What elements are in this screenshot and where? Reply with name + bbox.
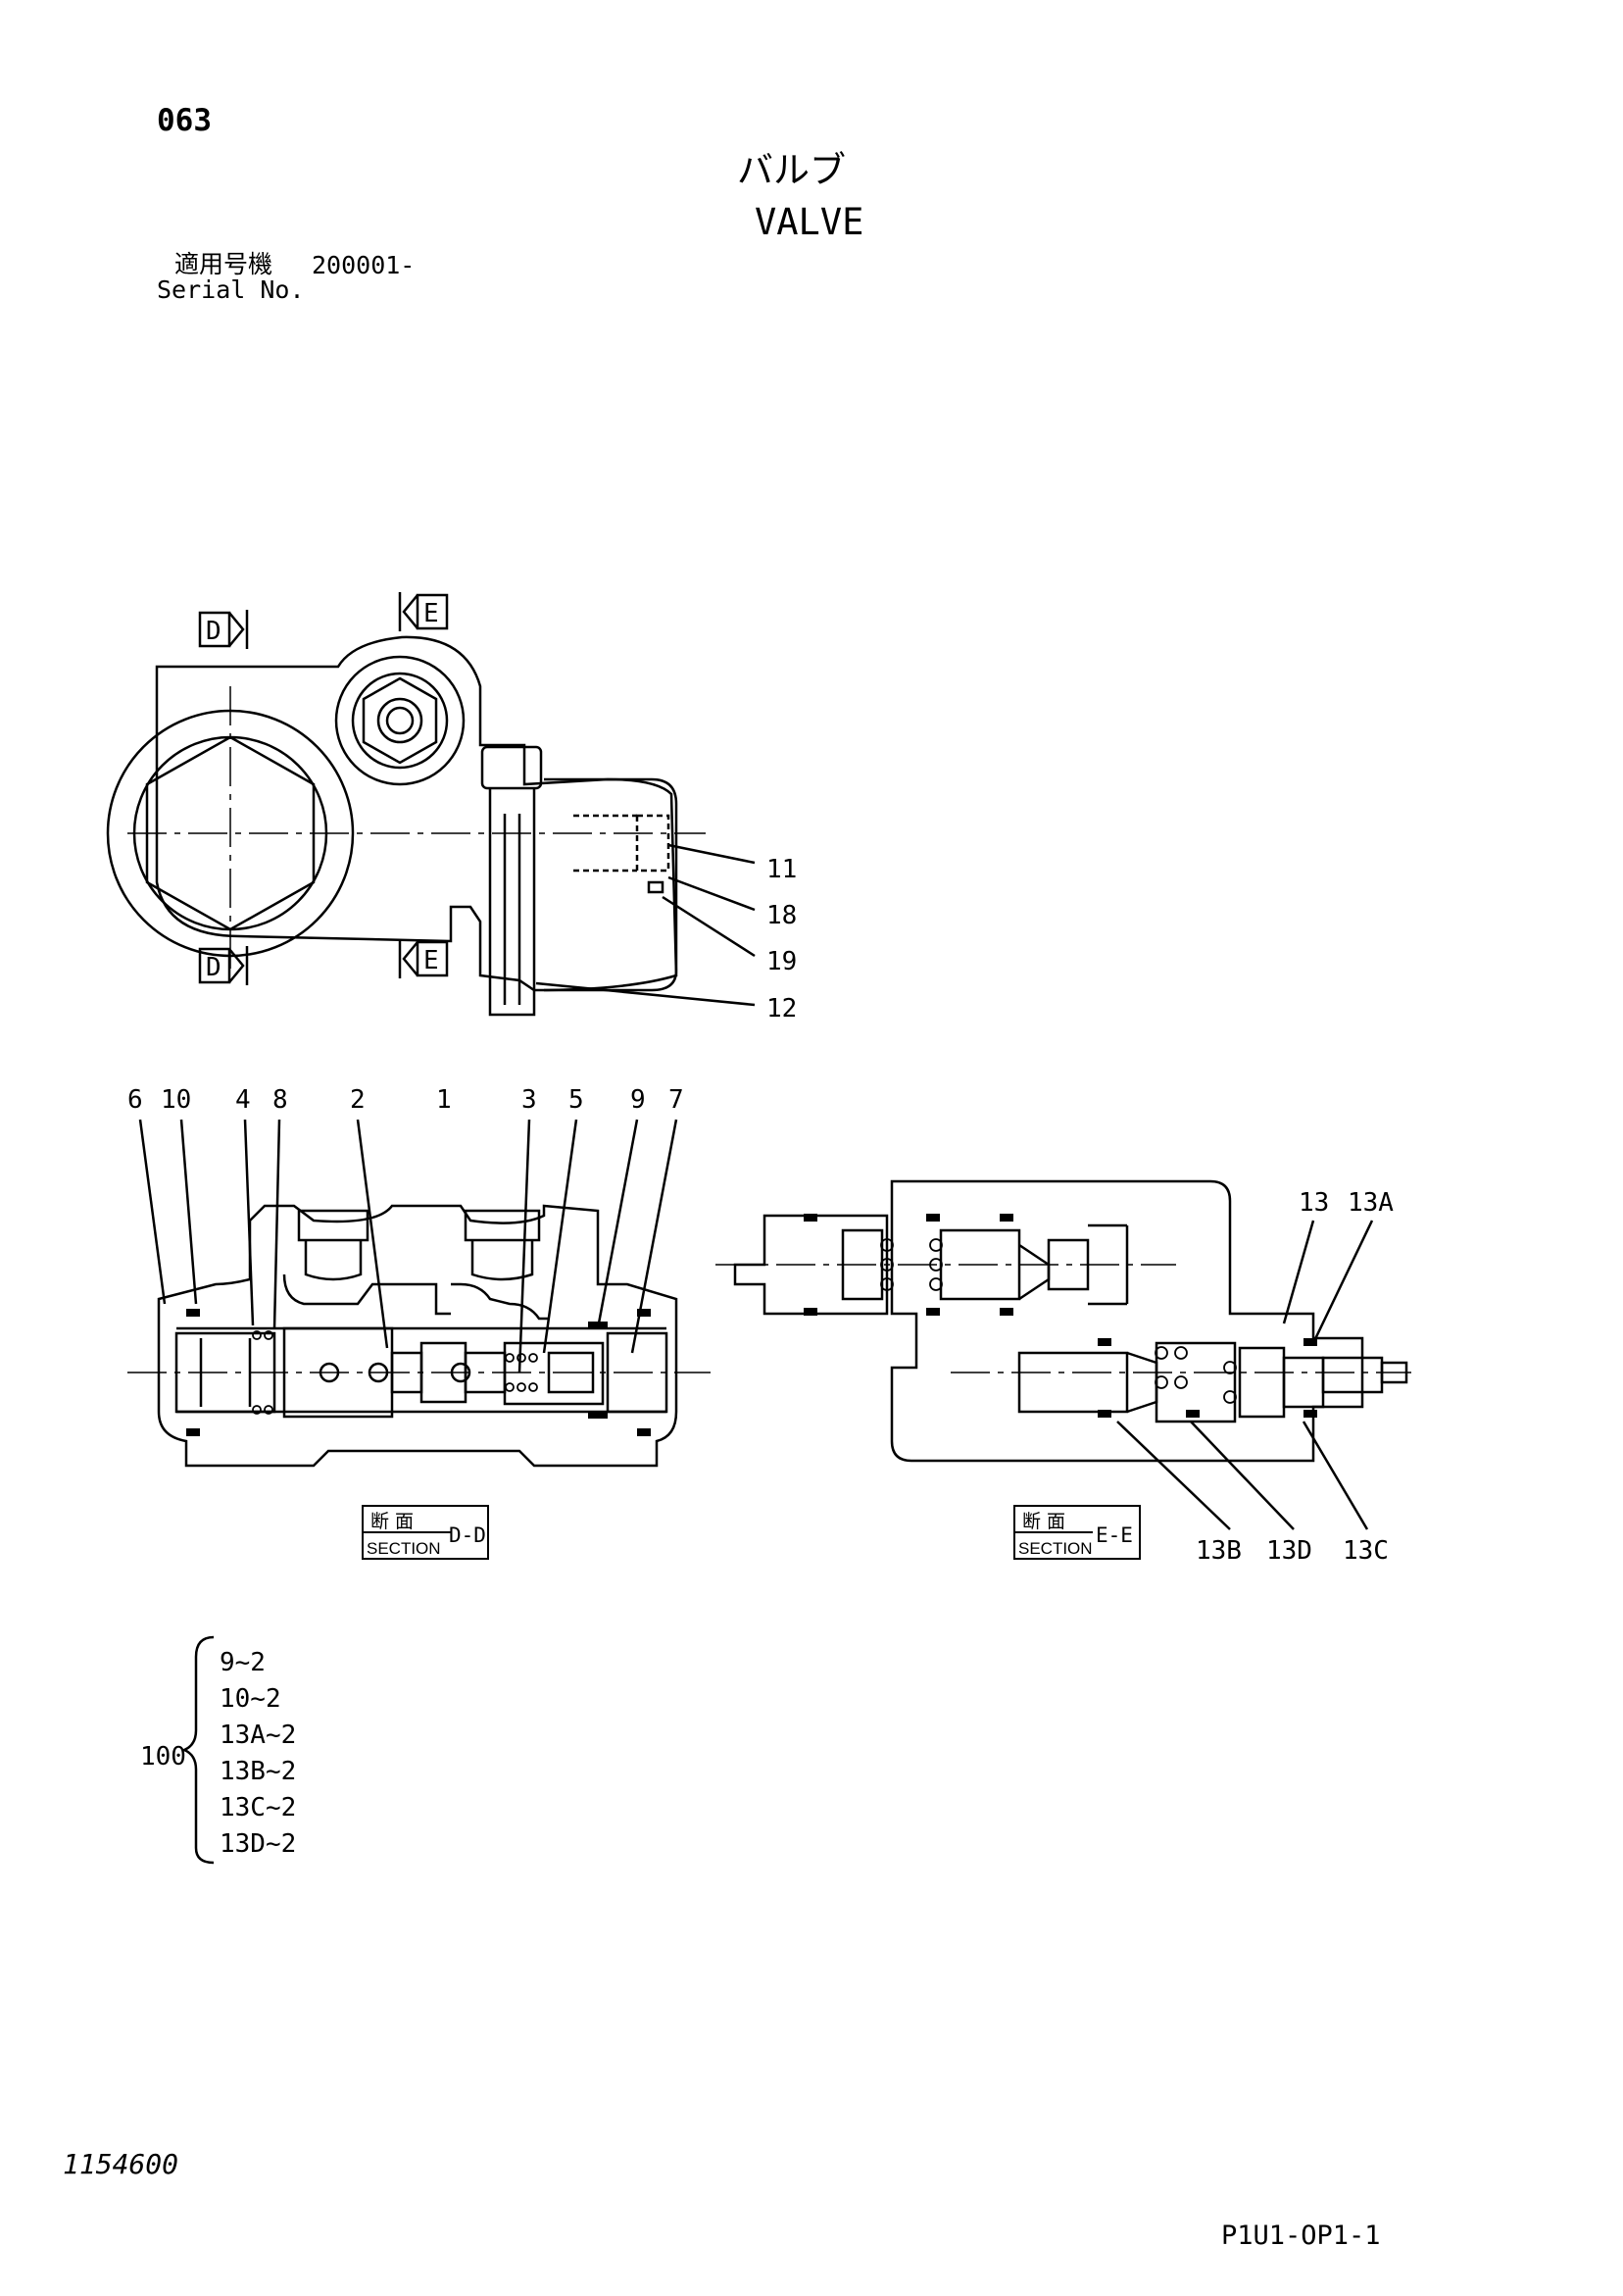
arrow-d-bottom-letter: D: [206, 953, 221, 982]
callout-4: 4: [235, 1085, 251, 1115]
callout-13: 13: [1299, 1188, 1329, 1218]
title-english: VALVE: [755, 201, 864, 243]
arrow-e-bottom-letter: E: [423, 946, 439, 975]
callout-13c: 13C: [1343, 1536, 1389, 1566]
callout-18: 18: [766, 901, 797, 930]
callout-10: 10: [161, 1085, 191, 1115]
kit-item: 13D~2: [220, 1829, 297, 1859]
callout-12: 12: [766, 994, 797, 1023]
top-view: [106, 592, 756, 1017]
kit-number: 100: [140, 1742, 186, 1772]
callout-1: 1: [436, 1085, 452, 1115]
callout-3: 3: [521, 1085, 537, 1115]
title-japanese: バルブ: [737, 149, 846, 191]
section-dd-view: [127, 1119, 711, 1468]
arrow-e-top-letter: E: [423, 599, 439, 628]
section-ee-label-en: SECTION: [1018, 1539, 1093, 1558]
callout-8: 8: [272, 1085, 288, 1115]
callout-13d: 13D: [1266, 1536, 1312, 1566]
arrow-d-bottom: [198, 946, 249, 985]
callout-13b: 13B: [1196, 1536, 1242, 1566]
serial-label-english: Serial No.: [157, 275, 305, 304]
footer-code: P1U1-OP1-1: [1221, 2221, 1381, 2251]
section-ee-label-jp: 断 面: [1022, 1511, 1065, 1532]
callout-2: 2: [350, 1085, 366, 1115]
section-dd-label-jp: 断 面: [370, 1511, 414, 1532]
section-dd-label-id: D-D: [449, 1523, 486, 1547]
arrow-d-top: [198, 610, 249, 649]
callout-19: 19: [766, 947, 797, 976]
section-ee-label: [1013, 1505, 1141, 1560]
kit-item: 13A~2: [220, 1721, 297, 1750]
section-dd-label: [362, 1505, 489, 1560]
callout-13a: 13A: [1348, 1188, 1394, 1218]
callout-9: 9: [630, 1085, 646, 1115]
arrow-e-top: [398, 592, 449, 631]
kit-brace: [180, 1635, 215, 1865]
section-ee-label-id: E-E: [1096, 1523, 1133, 1547]
kit-item: 10~2: [220, 1684, 281, 1714]
document-number: 1154600: [63, 2148, 179, 2180]
kit-item: 9~2: [220, 1648, 266, 1677]
callout-11: 11: [766, 855, 797, 884]
callout-6: 6: [127, 1085, 143, 1115]
serial-label-japanese: 適用号機: [174, 250, 273, 278]
callout-7: 7: [668, 1085, 684, 1115]
section-dd-label-en: SECTION: [367, 1539, 441, 1558]
page-number: 063: [157, 103, 212, 138]
kit-item: 13B~2: [220, 1757, 297, 1786]
kit-item: 13C~2: [220, 1793, 297, 1822]
callout-5: 5: [568, 1085, 584, 1115]
arrow-d-top-letter: D: [206, 617, 221, 646]
serial-value: 200001-: [312, 251, 416, 279]
section-ee-view: [715, 1179, 1411, 1530]
arrow-e-bottom: [398, 939, 449, 978]
